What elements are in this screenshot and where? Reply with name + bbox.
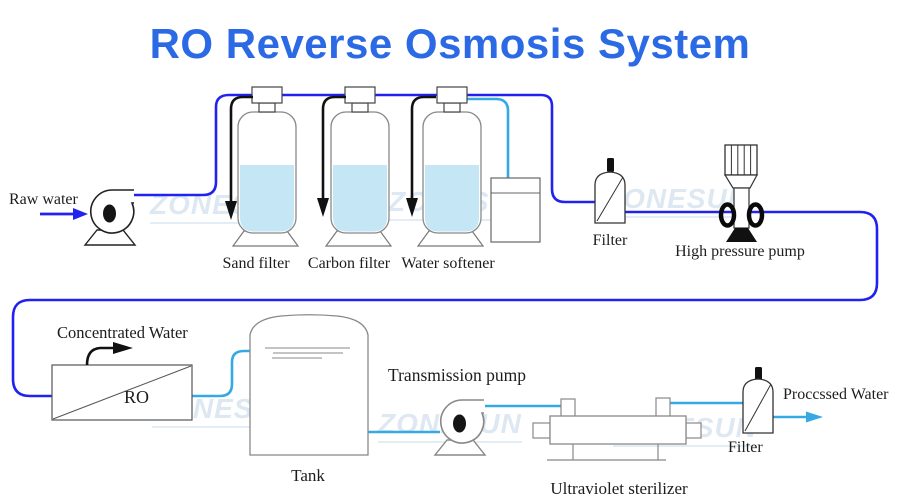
flow-arrow-line bbox=[410, 95, 436, 198]
tank-liquid bbox=[333, 165, 387, 232]
uv-top-port-left bbox=[560, 398, 576, 418]
ro-diagonal bbox=[52, 365, 192, 420]
storage-tank bbox=[249, 314, 369, 456]
pump-motor-fins bbox=[724, 144, 758, 176]
pipe-network-blue bbox=[11, 93, 879, 398]
tank-liquid bbox=[425, 165, 479, 232]
flow-arrow-line bbox=[321, 95, 346, 198]
pipe-network-cyan bbox=[191, 97, 806, 434]
uv-chamber bbox=[549, 415, 687, 445]
brine-tank-body bbox=[490, 177, 541, 243]
pipe-softener-to-brine-tank bbox=[466, 97, 510, 179]
flow-arrow-line bbox=[229, 95, 253, 201]
high-pressure-pump bbox=[718, 144, 765, 242]
label-filter-1: Filter bbox=[592, 232, 628, 249]
tank-valve-cap bbox=[436, 86, 468, 104]
carbon-filter-tank bbox=[324, 86, 393, 247]
concentrated-water-arrow-line bbox=[85, 346, 113, 366]
filter-knob bbox=[755, 367, 762, 381]
pipe-pump-to-tanks-to-filter bbox=[133, 93, 596, 204]
label-filter-2: Filter bbox=[728, 439, 763, 456]
uv-end-port-right bbox=[685, 422, 702, 439]
ro-membrane-unit bbox=[51, 364, 193, 421]
pipe-ro-to-tank bbox=[191, 349, 251, 398]
filter-1 bbox=[594, 158, 626, 224]
transmission-pump bbox=[434, 399, 486, 456]
tank-neck bbox=[443, 102, 461, 113]
label-processed-water: Proccssed Water bbox=[783, 386, 889, 403]
label-ro: RO bbox=[124, 387, 150, 407]
sand-filter-tank bbox=[231, 86, 300, 247]
label-sand-filter: Sand filter bbox=[222, 255, 290, 272]
label-ultraviolet-sterilizer: Ultraviolet sterilizer bbox=[550, 479, 688, 498]
uv-end-port-left bbox=[532, 422, 551, 439]
raw-water-arrowhead bbox=[73, 208, 88, 220]
label-concentrated-water: Concentrated Water bbox=[57, 323, 188, 342]
pump-ring-right bbox=[746, 202, 765, 228]
tank-valve-cap bbox=[344, 86, 376, 104]
tank-neck bbox=[351, 102, 369, 113]
flow-arrowhead bbox=[406, 198, 418, 217]
uv-top-port-right bbox=[655, 397, 671, 418]
raw-water-pump bbox=[84, 189, 136, 246]
brine-tank bbox=[490, 177, 541, 243]
pump-ring-left bbox=[718, 202, 737, 228]
tank-valve-cap bbox=[251, 86, 283, 104]
flow-arrowhead bbox=[317, 198, 329, 217]
processed-water-arrowhead bbox=[806, 411, 823, 423]
pump-column bbox=[733, 187, 750, 229]
tank-neck bbox=[258, 102, 276, 113]
concentrated-water-arrowhead bbox=[113, 342, 133, 354]
pump-shoulder bbox=[723, 174, 759, 189]
filter-2 bbox=[742, 367, 774, 434]
filter-body bbox=[594, 171, 626, 224]
label-transmission-pump: Transmission pump bbox=[388, 365, 526, 385]
label-tank: Tank bbox=[291, 466, 325, 485]
ultraviolet-sterilizer bbox=[532, 397, 702, 461]
label-high-pressure-pump: High pressure pump bbox=[675, 243, 805, 260]
water-softener-tank bbox=[416, 86, 485, 247]
storage-tank-body bbox=[249, 314, 369, 456]
filter-diagonal bbox=[744, 383, 772, 432]
pipe-filter-to-pump-wraparound-to-ro bbox=[11, 210, 879, 398]
tank-liquid bbox=[240, 165, 294, 232]
label-carbon-filter: Carbon filter bbox=[307, 255, 391, 272]
label-raw-water: Raw water bbox=[9, 191, 78, 208]
tank-flow-arrows bbox=[229, 95, 436, 201]
label-water-softener: Water softener bbox=[401, 255, 495, 272]
page-title: RO Reverse Osmosis System bbox=[149, 20, 751, 67]
filter-diagonal bbox=[596, 176, 624, 222]
filter-body bbox=[742, 378, 774, 434]
filter-knob bbox=[607, 158, 614, 172]
flow-arrowhead bbox=[225, 201, 237, 220]
pump-foot bbox=[726, 228, 757, 242]
